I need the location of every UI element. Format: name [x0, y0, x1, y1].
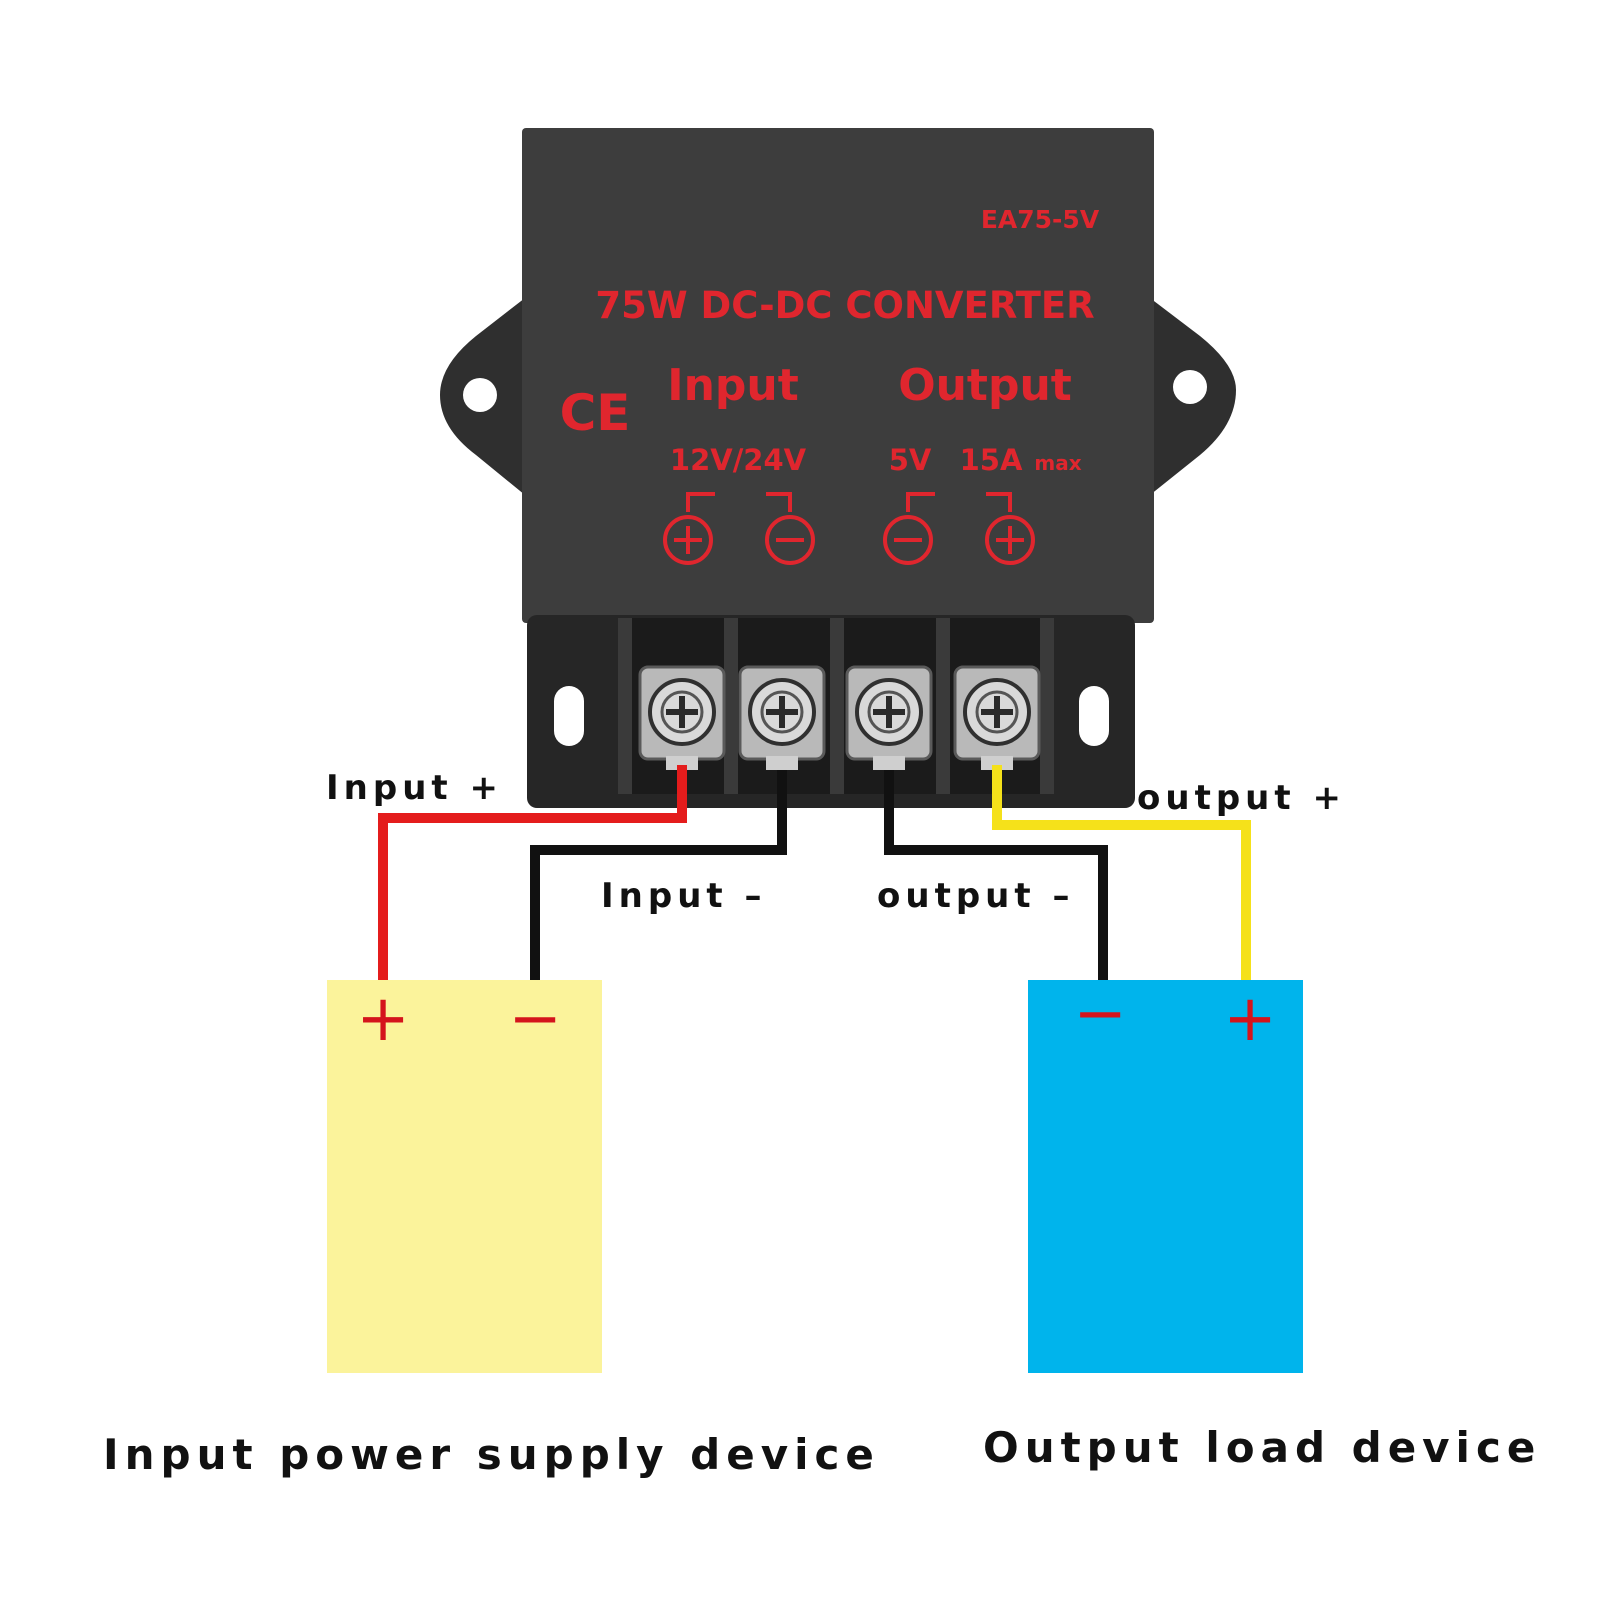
mounting-ear-left [440, 298, 525, 495]
converter-label-group: EA75-5V 75W DC-DC CONVERTER CE Input Out… [560, 205, 1100, 477]
output-voltage-spec: 5V [889, 443, 932, 477]
input-device-plus: + [356, 982, 410, 1056]
wire-output-minus [884, 770, 1108, 982]
label-input-plus: Input + [326, 768, 503, 808]
converter-title: 75W DC-DC CONVERTER [595, 284, 1094, 327]
input-minus-symbol [765, 515, 815, 565]
wire-input-minus [530, 770, 787, 982]
terminal-screw-4 [953, 665, 1041, 770]
output-plus-symbol [985, 515, 1035, 565]
mounting-ear-right [1150, 298, 1236, 495]
output-current-suffix: max [1034, 451, 1081, 475]
terminal-dividers [618, 618, 1054, 794]
label-input-device: Input power supply device [103, 1430, 880, 1479]
converter-body [522, 128, 1154, 623]
terminal-screw-2 [738, 665, 826, 770]
label-output-plus: output + [1137, 778, 1346, 818]
wire-input-plus [378, 765, 687, 982]
base-slot-right [1079, 686, 1109, 746]
label-output-minus: output – [877, 876, 1075, 916]
output-heading: Output [898, 360, 1072, 411]
model-number: EA75-5V [981, 205, 1100, 234]
wire-output-plus [992, 765, 1251, 982]
polarity-symbols [663, 492, 1035, 565]
input-power-supply-device [327, 980, 602, 1373]
output-device-plus: + [1223, 982, 1277, 1056]
output-device-minus: − [1073, 977, 1127, 1051]
ce-mark: CE [560, 384, 631, 442]
input-plus-symbol [663, 515, 713, 565]
terminal-screw-3 [845, 665, 933, 770]
label-input-minus: Input – [601, 876, 767, 916]
input-heading: Input [667, 360, 799, 411]
terminal-screw-1 [638, 665, 726, 770]
output-load-device [1028, 980, 1303, 1373]
input-device-minus: − [508, 982, 562, 1056]
input-voltage-spec: 12V/24V [670, 443, 807, 477]
output-current-spec: 15A [960, 443, 1023, 477]
output-minus-symbol [883, 515, 933, 565]
base-slot-left [554, 686, 584, 746]
label-output-device: Output load device [983, 1423, 1542, 1472]
